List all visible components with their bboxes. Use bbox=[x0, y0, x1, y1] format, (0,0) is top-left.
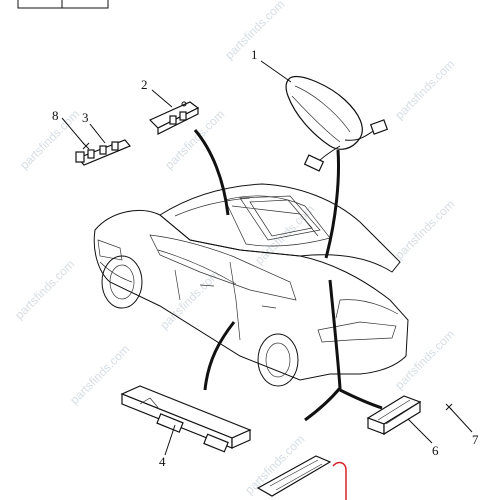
watermark-text: partsfinds.com bbox=[392, 57, 457, 122]
callout-leaders bbox=[61, 60, 473, 456]
callout-2: 2 bbox=[141, 77, 148, 92]
leader-curves bbox=[193, 129, 383, 422]
callout-3: 3 bbox=[82, 110, 89, 125]
part-bottom-module bbox=[256, 455, 332, 497]
callout-1: 1 bbox=[251, 47, 258, 62]
part-6-module bbox=[366, 395, 422, 436]
red-marker bbox=[332, 461, 347, 500]
callout-4: 4 bbox=[159, 454, 166, 469]
callout-8: 8 bbox=[52, 108, 59, 123]
watermark-text: partsfinds.com bbox=[12, 257, 77, 322]
callout-6: 6 bbox=[432, 443, 439, 458]
watermark-text: partsfinds.com bbox=[17, 107, 82, 172]
part-3-clip bbox=[75, 139, 131, 166]
watermark-text: partsfinds.com bbox=[392, 197, 457, 262]
callout-7: 7 bbox=[472, 432, 479, 447]
part-4-module bbox=[120, 385, 252, 453]
part-1-module bbox=[285, 76, 389, 172]
vehicle-outline bbox=[93, 183, 409, 387]
title-block bbox=[17, 0, 109, 9]
part-2-bracket bbox=[148, 101, 200, 135]
